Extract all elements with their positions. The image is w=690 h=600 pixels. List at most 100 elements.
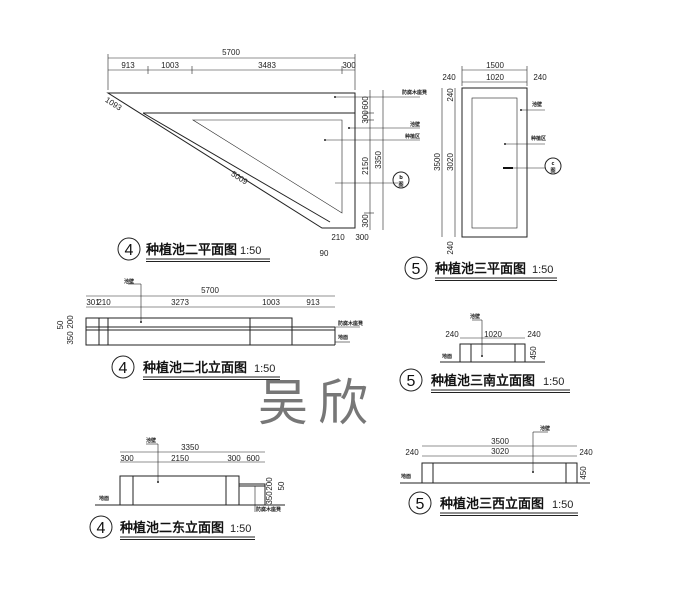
label-ground: 地面	[338, 334, 348, 341]
svg-text:913: 913	[306, 298, 320, 307]
svg-text:种植池三南立面图: 种植池三南立面图	[430, 373, 535, 389]
section-marker-c	[544, 157, 562, 175]
svg-text:3500: 3500	[491, 437, 509, 446]
svg-text:90: 90	[320, 249, 329, 258]
svg-text:200: 200	[66, 315, 75, 329]
svg-text:种植池三平面图: 种植池三平面图	[434, 261, 526, 277]
svg-text:1003: 1003	[262, 298, 280, 307]
drawing-title: 4 种植池二北立面图 1:50	[111, 355, 280, 380]
svg-text:300: 300	[361, 110, 370, 124]
svg-text:1020: 1020	[486, 73, 504, 82]
svg-text:1093: 1093	[103, 95, 123, 113]
drawing-title: 4 种植池二平面图 1:50	[117, 237, 270, 262]
svg-text:210: 210	[331, 233, 345, 242]
label-wall: 池壁	[146, 437, 156, 444]
south-elevation-5: 240 1020 240 450 池壁 地面 5 种植池三南立面图 1:50	[399, 313, 570, 393]
svg-text:300: 300	[120, 454, 134, 463]
svg-text:5: 5	[412, 261, 421, 278]
svg-text:3483: 3483	[258, 61, 276, 70]
svg-text:3020: 3020	[446, 153, 455, 171]
svg-text:5: 5	[407, 373, 416, 390]
svg-text:c: c	[552, 161, 555, 167]
svg-text:1:50: 1:50	[532, 264, 553, 276]
svg-text:301: 301	[86, 298, 100, 307]
svg-text:50: 50	[277, 481, 286, 490]
drawing-title: 5 种植池三西立面图 1:50	[408, 491, 578, 516]
svg-text:350: 350	[66, 331, 75, 345]
watermark: 吴欣	[258, 374, 378, 432]
svg-text:350: 350	[265, 491, 274, 505]
svg-text:图: 图	[398, 181, 403, 188]
svg-text:2150: 2150	[171, 454, 189, 463]
svg-text:5700: 5700	[222, 48, 240, 57]
svg-text:450: 450	[529, 346, 538, 360]
svg-text:600: 600	[246, 454, 260, 463]
svg-text:50: 50	[56, 320, 65, 329]
label-planting: 种植区	[530, 135, 546, 142]
svg-text:240: 240	[442, 73, 456, 82]
svg-text:种植池二北立面图: 种植池二北立面图	[142, 360, 247, 376]
svg-text:4: 4	[119, 360, 128, 377]
svg-text:210: 210	[97, 298, 111, 307]
svg-text:种植池二平面图: 种植池二平面图	[145, 242, 237, 258]
svg-text:240: 240	[527, 330, 541, 339]
svg-text:240: 240	[405, 448, 419, 457]
label-wall: 池壁	[410, 121, 420, 128]
north-elevation-4: 5700 301 210 3273 1003 913 50 200 350 池壁…	[56, 278, 364, 380]
dimensions: 5700 913 1003 3483 300 600 300 2150 300 …	[103, 48, 384, 258]
svg-text:240: 240	[445, 330, 459, 339]
label-planting: 种植区	[404, 133, 420, 140]
label-wall: 池壁	[124, 278, 134, 285]
planting-area-hatch	[191, 119, 343, 214]
svg-text:种植池二东立面图: 种植池二东立面图	[119, 520, 224, 536]
svg-text:300: 300	[361, 214, 370, 228]
svg-text:图: 图	[550, 167, 555, 174]
svg-text:240: 240	[579, 448, 593, 457]
svg-text:240: 240	[533, 73, 547, 82]
svg-text:5009: 5009	[229, 169, 249, 187]
svg-text:1500: 1500	[486, 61, 504, 70]
svg-text:4: 4	[125, 242, 134, 259]
plan-drawing-5: 1500 240 1020 240 3500 3020 240 240 池壁 种…	[404, 61, 562, 281]
svg-text:1:50: 1:50	[240, 245, 261, 257]
svg-text:5700: 5700	[201, 286, 219, 295]
svg-text:240: 240	[446, 88, 455, 102]
svg-text:3273: 3273	[171, 298, 189, 307]
svg-text:5: 5	[416, 496, 425, 513]
svg-text:1020: 1020	[484, 330, 502, 339]
svg-text:2150: 2150	[361, 157, 370, 175]
section-marker-b	[392, 171, 410, 189]
svg-text:300: 300	[355, 233, 369, 242]
svg-text:450: 450	[579, 466, 588, 480]
label-seat: 防腐木座凳	[256, 506, 282, 513]
pool-outline	[106, 92, 356, 229]
svg-text:3350: 3350	[374, 151, 383, 169]
svg-text:3500: 3500	[433, 153, 442, 171]
svg-text:3020: 3020	[491, 447, 509, 456]
west-elevation-5: 3500 240 3020 240 450 池壁 地面 5 种植池三西立面图 1…	[400, 425, 593, 516]
label-wall: 池壁	[540, 425, 550, 432]
drawing-title: 5 种植池三平面图 1:50	[404, 256, 557, 281]
label-ground: 地面	[442, 353, 452, 360]
svg-text:300: 300	[227, 454, 241, 463]
label-ground: 地面	[99, 495, 109, 502]
label-seat: 防腐木座凳	[338, 320, 364, 327]
svg-text:3350: 3350	[181, 443, 199, 452]
east-elevation-4: 3350 300 2150 300 600 350 200 50 池壁 地面 防…	[89, 437, 286, 540]
label-seat: 防腐木座凳	[402, 89, 428, 96]
svg-text:240: 240	[446, 241, 455, 255]
svg-text:种植池三西立面图: 种植池三西立面图	[439, 496, 544, 512]
label-wall: 池壁	[470, 313, 480, 320]
svg-text:b: b	[399, 175, 403, 181]
drawing-title: 4 种植池二东立面图 1:50	[89, 515, 255, 540]
label-wall: 池壁	[532, 101, 542, 108]
svg-text:1:50: 1:50	[543, 376, 564, 388]
planting-area-hatch	[471, 97, 518, 229]
svg-text:913: 913	[121, 61, 135, 70]
svg-text:1:50: 1:50	[254, 363, 275, 375]
svg-text:200: 200	[265, 477, 274, 491]
leaders: 防腐木座凳 池壁 种植区 b 图	[324, 89, 428, 189]
svg-text:1:50: 1:50	[552, 499, 573, 511]
svg-text:4: 4	[97, 520, 106, 537]
